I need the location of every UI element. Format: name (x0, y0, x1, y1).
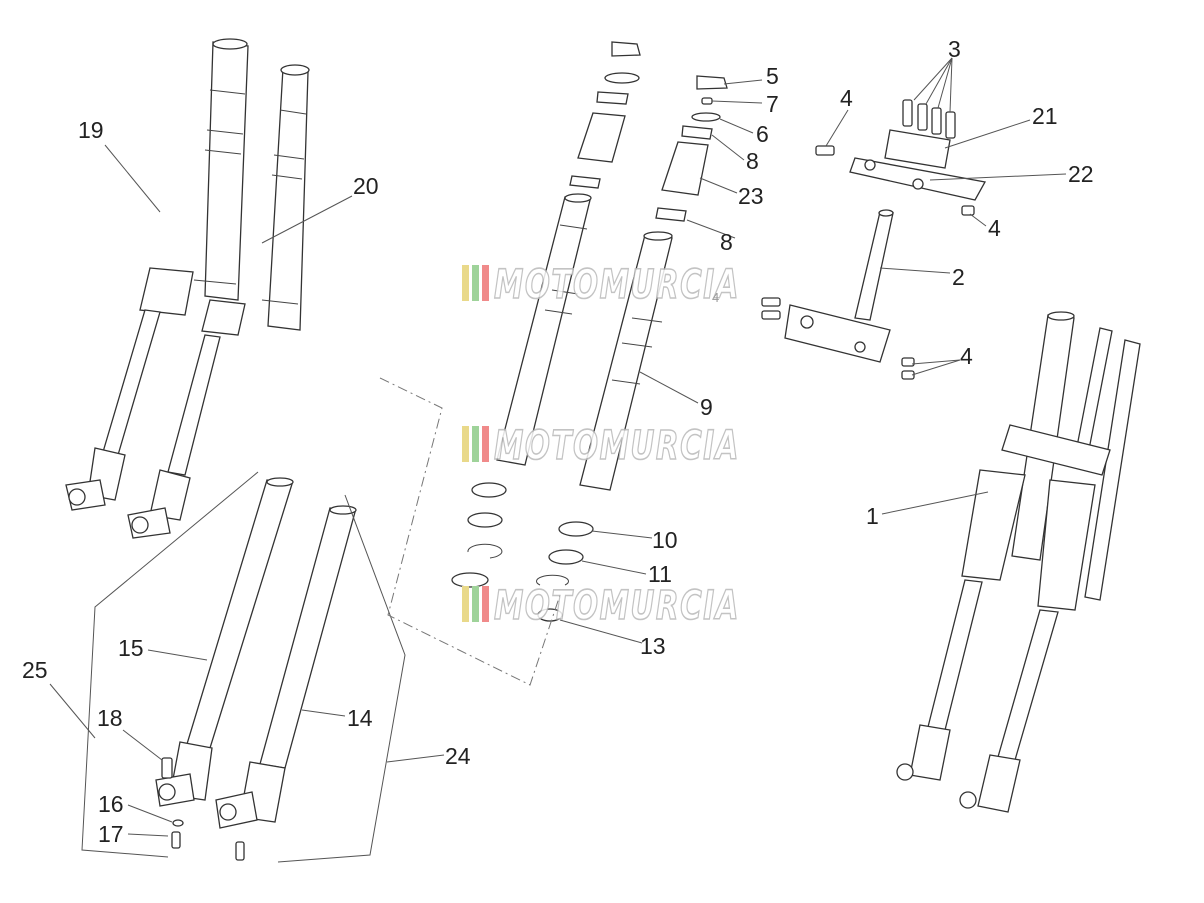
watermark-stripe-1 (462, 426, 469, 462)
watermark-text: MOTOMURCIA (494, 262, 740, 308)
callout-20: 20 (353, 173, 379, 199)
callout-9: 9 (700, 394, 713, 420)
callout-2: 2 (952, 264, 965, 290)
assembled-fork-1 (896, 311, 1141, 813)
watermark-bottom: MOTOMURCIA (462, 582, 740, 630)
watermark-top: MOTOMURCIA (462, 261, 740, 309)
callout-13: 13 (640, 633, 666, 659)
callout-17: 17 (98, 821, 124, 847)
callout-11: 11 (648, 561, 672, 587)
callout-16: 16 (98, 791, 124, 817)
fork-inner-tube-15 (155, 477, 294, 807)
callout-6: 6 (756, 121, 769, 147)
watermark-stripe-1 (462, 265, 469, 301)
watermark-stripe-3 (482, 426, 489, 462)
callout-24: 24 (445, 743, 471, 769)
watermark-stripe-2 (472, 586, 479, 622)
watermark-text: MOTOMURCIA (494, 583, 740, 629)
callout-4b: 4 (988, 215, 1001, 241)
fork-inner-tube-14 (215, 505, 357, 829)
watermark-middle: MOTOMURCIA (462, 422, 740, 470)
watermark-stripe-2 (472, 426, 479, 462)
callout-labels: 19 20 3 4 21 22 4 2 4 4 5 7 6 8 23 8 9 1… (22, 36, 1094, 847)
callout-4c: 4 (712, 290, 719, 305)
watermark-text: MOTOMURCIA (494, 423, 740, 469)
callout-7: 7 (766, 91, 779, 117)
callout-21: 21 (1032, 103, 1058, 129)
watermark-stripe-1 (462, 586, 469, 622)
callout-8a: 8 (746, 148, 759, 174)
callout-15: 15 (118, 635, 144, 661)
steering-stem-2 (761, 209, 915, 380)
watermark-stripe-2 (472, 265, 479, 301)
watermark-stripe-3 (482, 586, 489, 622)
callout-4a: 4 (840, 85, 853, 111)
callout-3: 3 (948, 36, 961, 62)
callout-10: 10 (652, 527, 678, 553)
callout-1: 1 (866, 503, 879, 529)
top-clamp-assembly (815, 99, 987, 216)
callout-14: 14 (347, 705, 373, 731)
callout-19: 19 (78, 117, 104, 143)
fork-leg-20 (127, 64, 310, 539)
callout-23: 23 (738, 183, 764, 209)
fork-internals-right (536, 75, 728, 622)
fork-leg-19 (65, 38, 249, 511)
callout-18: 18 (97, 705, 123, 731)
callout-22: 22 (1068, 161, 1094, 187)
callout-5: 5 (766, 63, 779, 89)
screws-16-17-18 (161, 757, 245, 861)
watermark-stripe-3 (482, 265, 489, 301)
callout-4d: 4 (960, 343, 973, 369)
callout-8b: 8 (720, 229, 733, 255)
callout-25: 25 (22, 657, 48, 683)
fork-internals-left (451, 41, 641, 588)
leader-lines (49, 57, 1067, 837)
